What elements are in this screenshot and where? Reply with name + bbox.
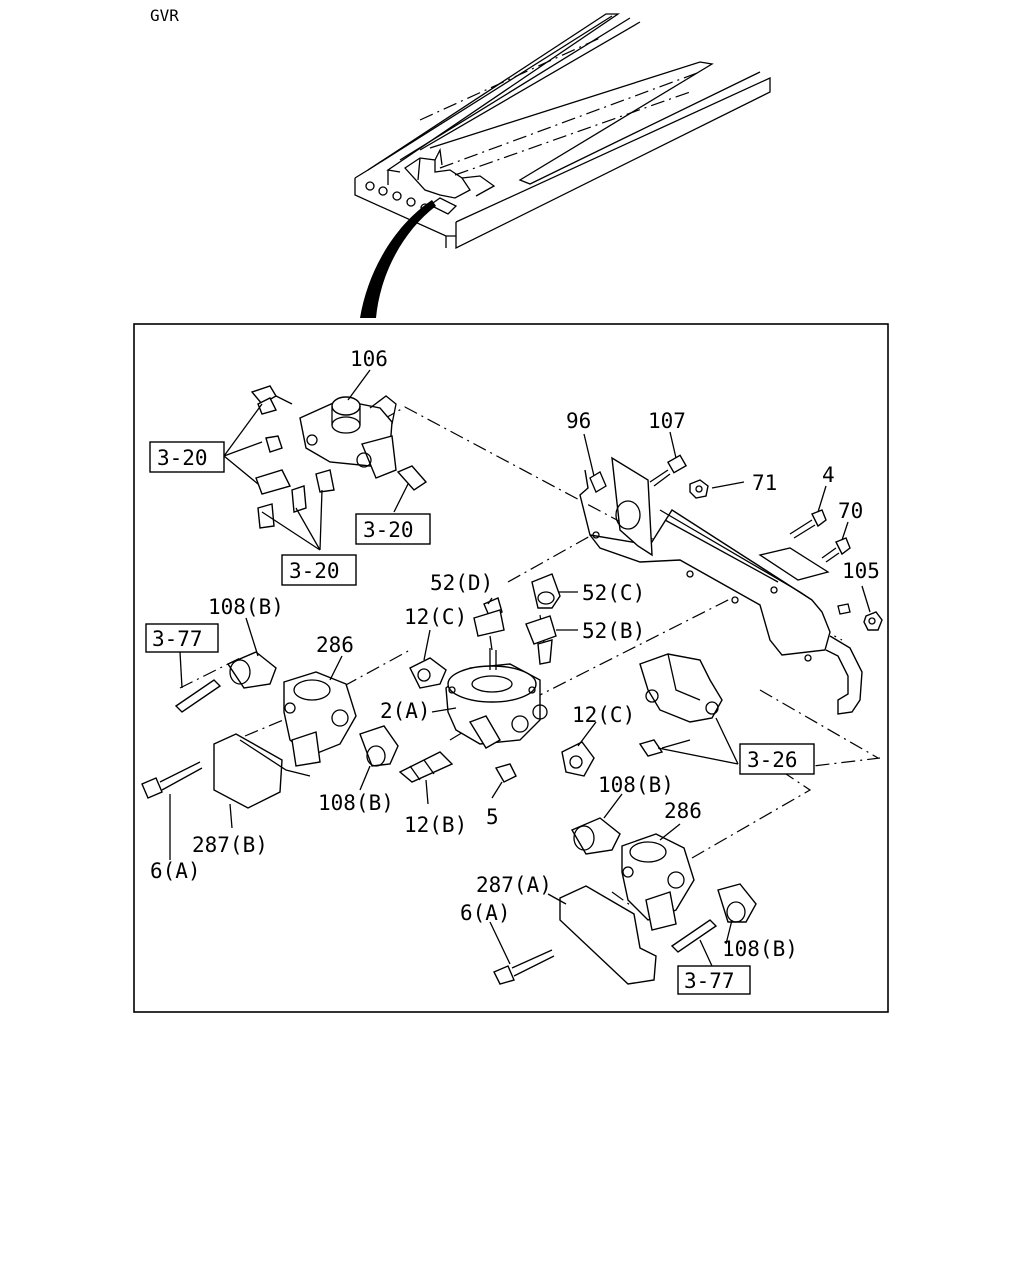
chassis-frame-illustration: [354, 13, 771, 250]
label-287a: 287(A): [476, 873, 552, 897]
fitting-52c: [531, 573, 561, 609]
relay-valve-2a: [445, 648, 548, 749]
reference-boxes: 3-20 3-20 3-20 3-77 3-26 3-77: [145, 441, 815, 995]
plug-5: [494, 763, 517, 783]
label-52b: 52(B): [582, 619, 645, 643]
label-106: 106: [350, 347, 388, 371]
label-105: 105: [842, 559, 880, 583]
bracket-287a: [559, 885, 657, 985]
label-70: 70: [838, 499, 863, 523]
diagram-code: GVR: [150, 6, 179, 25]
label-108b-right: 108(B): [722, 937, 798, 961]
label-71: 71: [752, 471, 777, 495]
pin-3-77-left: [174, 679, 222, 713]
label-286-top: 286: [316, 633, 354, 657]
detail-pointer: [360, 200, 436, 318]
label-2a: 2(A): [380, 699, 431, 723]
fitting-12c-right: [561, 741, 595, 777]
valve-106: [299, 395, 397, 479]
label-287b: 287(B): [192, 833, 268, 857]
bolt-107: [649, 454, 688, 487]
pin-3-77-low: [670, 919, 718, 953]
label-12b: 12(B): [404, 813, 467, 837]
bolt-4: [789, 509, 827, 539]
label-52d: 52(D): [430, 571, 493, 595]
solenoid-valve-286-low: [621, 833, 695, 931]
bracket-287b: [213, 733, 311, 809]
label-6a-low: 6(A): [460, 901, 511, 925]
label-6a-left: 6(A): [150, 859, 201, 883]
label-96: 96: [566, 409, 591, 433]
nut-105: [863, 611, 883, 631]
fitting-52b: [525, 615, 557, 665]
label-286-low: 286: [664, 799, 702, 823]
part-labels: 106 96 107 71 4 70 105 52(D) 52(C) 52(B)…: [150, 347, 880, 961]
label-52c: 52(C): [582, 581, 645, 605]
elbow-108b-right: [717, 883, 757, 923]
washer-small: [837, 603, 851, 615]
valve-assembly-right: [638, 653, 723, 757]
solenoid-valve-286-left: [283, 671, 357, 767]
fittings-106: [250, 385, 428, 529]
ref-3-20-left: 3-20: [157, 446, 208, 470]
nut-71: [689, 479, 709, 499]
label-4: 4: [822, 463, 835, 487]
fitting-12c-top: [409, 657, 447, 689]
mounting-bracket: [579, 456, 863, 715]
elbow-108b-mid-left: [359, 725, 399, 767]
bolt-6a-left: [141, 761, 203, 799]
detail-frame: [133, 323, 889, 1013]
fitting-52d: [473, 597, 505, 651]
label-108b-mid: 108(B): [318, 791, 394, 815]
label-12c-top: 12(C): [404, 605, 467, 629]
ref-3-20-low: 3-20: [289, 559, 340, 583]
elbow-108b-top-left: [226, 651, 277, 689]
label-107: 107: [648, 409, 686, 433]
ref-3-77-left: 3-77: [152, 627, 203, 651]
ref-3-77-low: 3-77: [684, 969, 735, 993]
label-108b-low: 108(B): [598, 773, 674, 797]
label-108b-top: 108(B): [208, 595, 284, 619]
fitting-12b: [398, 751, 454, 783]
label-12c-right: 12(C): [572, 703, 635, 727]
bolt-6a-low: [493, 949, 555, 985]
elbow-108b-low: [570, 817, 621, 855]
ref-3-20-mid: 3-20: [363, 518, 414, 542]
label-5: 5: [486, 805, 499, 829]
ref-3-26: 3-26: [747, 748, 798, 772]
label-leaders: [169, 369, 871, 967]
